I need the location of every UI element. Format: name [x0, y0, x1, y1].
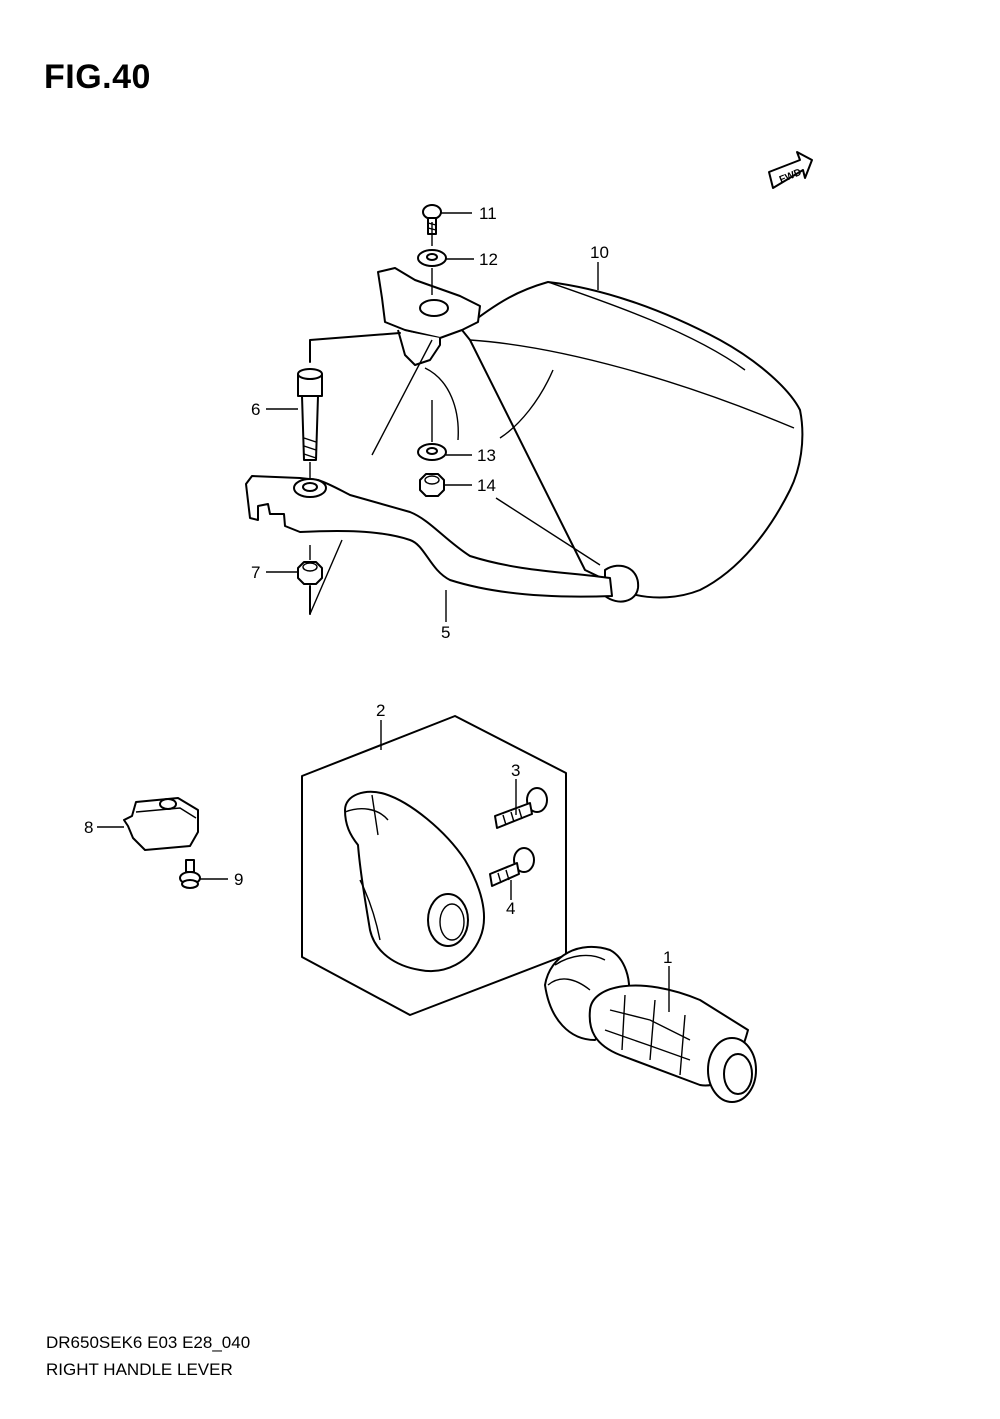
throttle-housing-2[interactable]: [344, 790, 486, 973]
assembly-boundary-2: [301, 715, 567, 1016]
guard-bracket: [377, 267, 481, 366]
callout-14: 14: [477, 476, 496, 495]
callout-6: 6: [251, 400, 260, 419]
figure-caption: RIGHT HANDLE LEVER: [46, 1360, 233, 1379]
callout-10: 10: [590, 243, 609, 262]
washer-12[interactable]: [417, 249, 447, 267]
callout-7: 7: [251, 563, 260, 582]
assembly-guides-upper: [309, 222, 601, 615]
figure-title: FIG.40: [44, 58, 151, 96]
fwd-arrow-icon: FWD: [768, 151, 813, 189]
callout-9: 9: [234, 870, 243, 889]
nut-7[interactable]: [297, 561, 323, 585]
callout-5: 5: [441, 623, 450, 642]
leader-lines-lower: [97, 720, 670, 1012]
callout-12: 12: [479, 250, 498, 269]
callout-11: 11: [479, 204, 497, 223]
callout-4: 4: [506, 899, 515, 918]
model-code: DR650SEK6 E03 E28_040: [46, 1333, 251, 1352]
screw-3[interactable]: [494, 787, 548, 829]
callout-13: 13: [477, 446, 496, 465]
screw-4[interactable]: [489, 847, 535, 887]
callout-labels: 11 12 10 6 13 14 7 5 2 3 4 8 9 1: [84, 204, 672, 967]
switch-8[interactable]: [123, 797, 199, 851]
leader-lines-upper: [266, 212, 599, 622]
callout-2: 2: [376, 701, 385, 720]
washer-13[interactable]: [417, 443, 447, 461]
screw-9[interactable]: [179, 859, 201, 889]
brake-lever-5[interactable]: [245, 475, 613, 598]
callout-3: 3: [511, 761, 520, 780]
hand-guard[interactable]: [424, 281, 804, 603]
bolt-6[interactable]: [297, 368, 323, 461]
nut-14[interactable]: [419, 473, 445, 497]
callout-1: 1: [663, 948, 672, 967]
throttle-grip-1[interactable]: [544, 945, 757, 1103]
callout-8: 8: [84, 818, 93, 837]
